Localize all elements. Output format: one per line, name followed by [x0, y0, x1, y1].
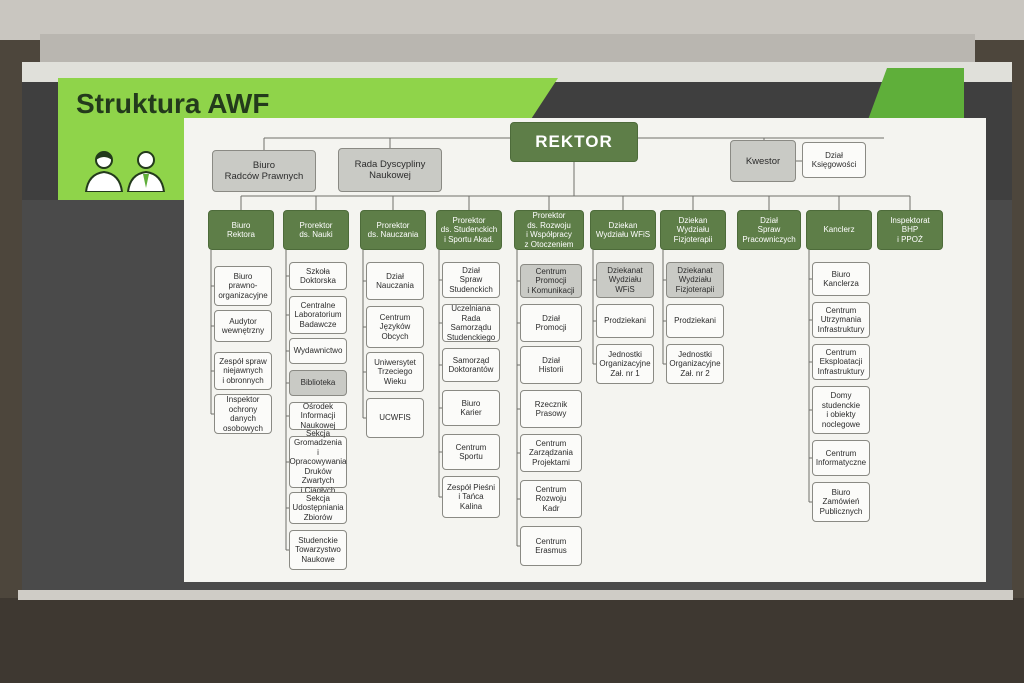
column-head-box: Prorektor ds. Nauczania — [360, 210, 426, 250]
org-chart: REKTOR Biuro Radców Prawnych Rada Dyscyp… — [184, 118, 986, 582]
ceiling — [0, 0, 1024, 40]
column-head-box: Prorektor ds. Nauki — [283, 210, 349, 250]
column-head-box: Dział Spraw Pracowniczych — [737, 210, 801, 250]
org-unit-box: Dziekanat Wydziału WFiS — [596, 262, 654, 298]
org-unit-box: Sekcja Gromadzenia i Opracowywania Drukó… — [289, 428, 347, 495]
org-unit-box: Zespół spraw niejawnych i obronnych — [214, 352, 272, 390]
org-unit-box: Biuro Kanclerza — [812, 262, 870, 296]
column-head-box: Dziekan Wydziału WFiS — [590, 210, 656, 250]
org-unit-box: Uczelniana Rada Samorządu Studenckiego — [442, 304, 500, 342]
org-unit-box: Dziekanat Wydziału Fizjoterapii — [666, 262, 724, 298]
slide-top-strip — [22, 62, 1012, 82]
org-unit-box: Centrum Informatyczne — [812, 440, 870, 476]
org-unit-box: Jednostki Organizacyjne Zał. nr 2 — [666, 344, 724, 384]
dzial-ksiegowosci-box: Dział Księgowości — [802, 142, 866, 178]
org-unit-box: Centrum Języków Obcych — [366, 306, 424, 348]
biuro-radcow-box: Biuro Radców Prawnych — [212, 150, 316, 192]
org-unit-box: Centrum Eksploatacji Infrastruktury — [812, 344, 870, 380]
org-unit-box: Centrum Utrzymania Infrastruktury — [812, 302, 870, 338]
org-unit-box: Wydawnictwo — [289, 338, 347, 364]
org-unit-box: Biuro prawno- organizacyjne — [214, 266, 272, 306]
projection-screen: Struktura AWF REKTOR Biuro Radców Prawny… — [22, 62, 1012, 598]
org-unit-box: Rzecznik Prasowy — [520, 390, 582, 428]
org-unit-box: Zespół Pieśni i Tańca Kalina — [442, 476, 500, 518]
rektor-box: REKTOR — [510, 122, 638, 162]
rada-dyscypliny-box: Rada Dyscypliny Naukowej — [338, 148, 442, 192]
slide-title: Struktura AWF — [76, 88, 270, 119]
org-unit-box: Jednostki Organizacyjne Zał. nr 1 — [596, 344, 654, 384]
org-unit-box: Centrum Promocji i Komunikacji — [520, 264, 582, 298]
org-unit-box: Studenckie Towarzystwo Naukowe — [289, 530, 347, 570]
org-unit-box: Samorząd Doktorantów — [442, 348, 500, 382]
org-unit-box: Uniwersytet Trzeciego Wieku — [366, 352, 424, 392]
org-unit-box: Ośrodek Informacji Naukowej — [289, 402, 347, 430]
column-head-box: Kanclerz — [806, 210, 872, 250]
org-unit-box: Dział Spraw Studenckich — [442, 262, 500, 298]
people-icon — [84, 151, 166, 192]
org-unit-box: Centrum Erasmus — [520, 526, 582, 566]
org-unit-box: Biuro Karier — [442, 390, 500, 426]
org-unit-box: Centralne Laboratorium Badawcze — [289, 296, 347, 334]
column-head-box: Prorektor ds. Studenckich i Sportu Akad. — [436, 210, 502, 250]
kwestor-box: Kwestor — [730, 140, 796, 182]
floor — [0, 598, 1024, 683]
org-unit-box: Centrum Sportu — [442, 434, 500, 470]
column-head-box: Dziekan Wydziału Fizjoterapii — [660, 210, 726, 250]
org-unit-box: Audytor wewnętrzny — [214, 310, 272, 342]
column-head-box: Biuro Rektora — [208, 210, 274, 250]
org-unit-box: Dział Promocji — [520, 304, 582, 342]
org-unit-box: UCWFIS — [366, 398, 424, 438]
org-unit-box: Centrum Zarządzania Projektami — [520, 434, 582, 472]
projection-screen-bottom-bar — [18, 590, 1013, 600]
org-unit-box: Biblioteka — [289, 370, 347, 396]
org-unit-box: Szkoła Doktorska — [289, 262, 347, 290]
column-head-box: Inspektorat BHP i PPOŻ — [877, 210, 943, 250]
org-unit-box: Prodziekani — [596, 304, 654, 338]
org-unit-box: Inspektor ochrony danych osobowych — [214, 394, 272, 434]
org-unit-box: Biuro Zamówień Publicznych — [812, 482, 870, 522]
column-head-box: Prorektor ds. Rozwoju i Współpracy z Oto… — [514, 210, 584, 250]
org-unit-box: Dział Nauczania — [366, 262, 424, 300]
org-unit-box: Dział Historii — [520, 346, 582, 384]
org-unit-box: Centrum Rozwoju Kadr — [520, 480, 582, 518]
org-unit-box: Prodziekani — [666, 304, 724, 338]
org-unit-box: Domy studenckie i obiekty noclegowe — [812, 386, 870, 434]
org-unit-box: Sekcja Udostępniania Zbiorów — [289, 492, 347, 524]
